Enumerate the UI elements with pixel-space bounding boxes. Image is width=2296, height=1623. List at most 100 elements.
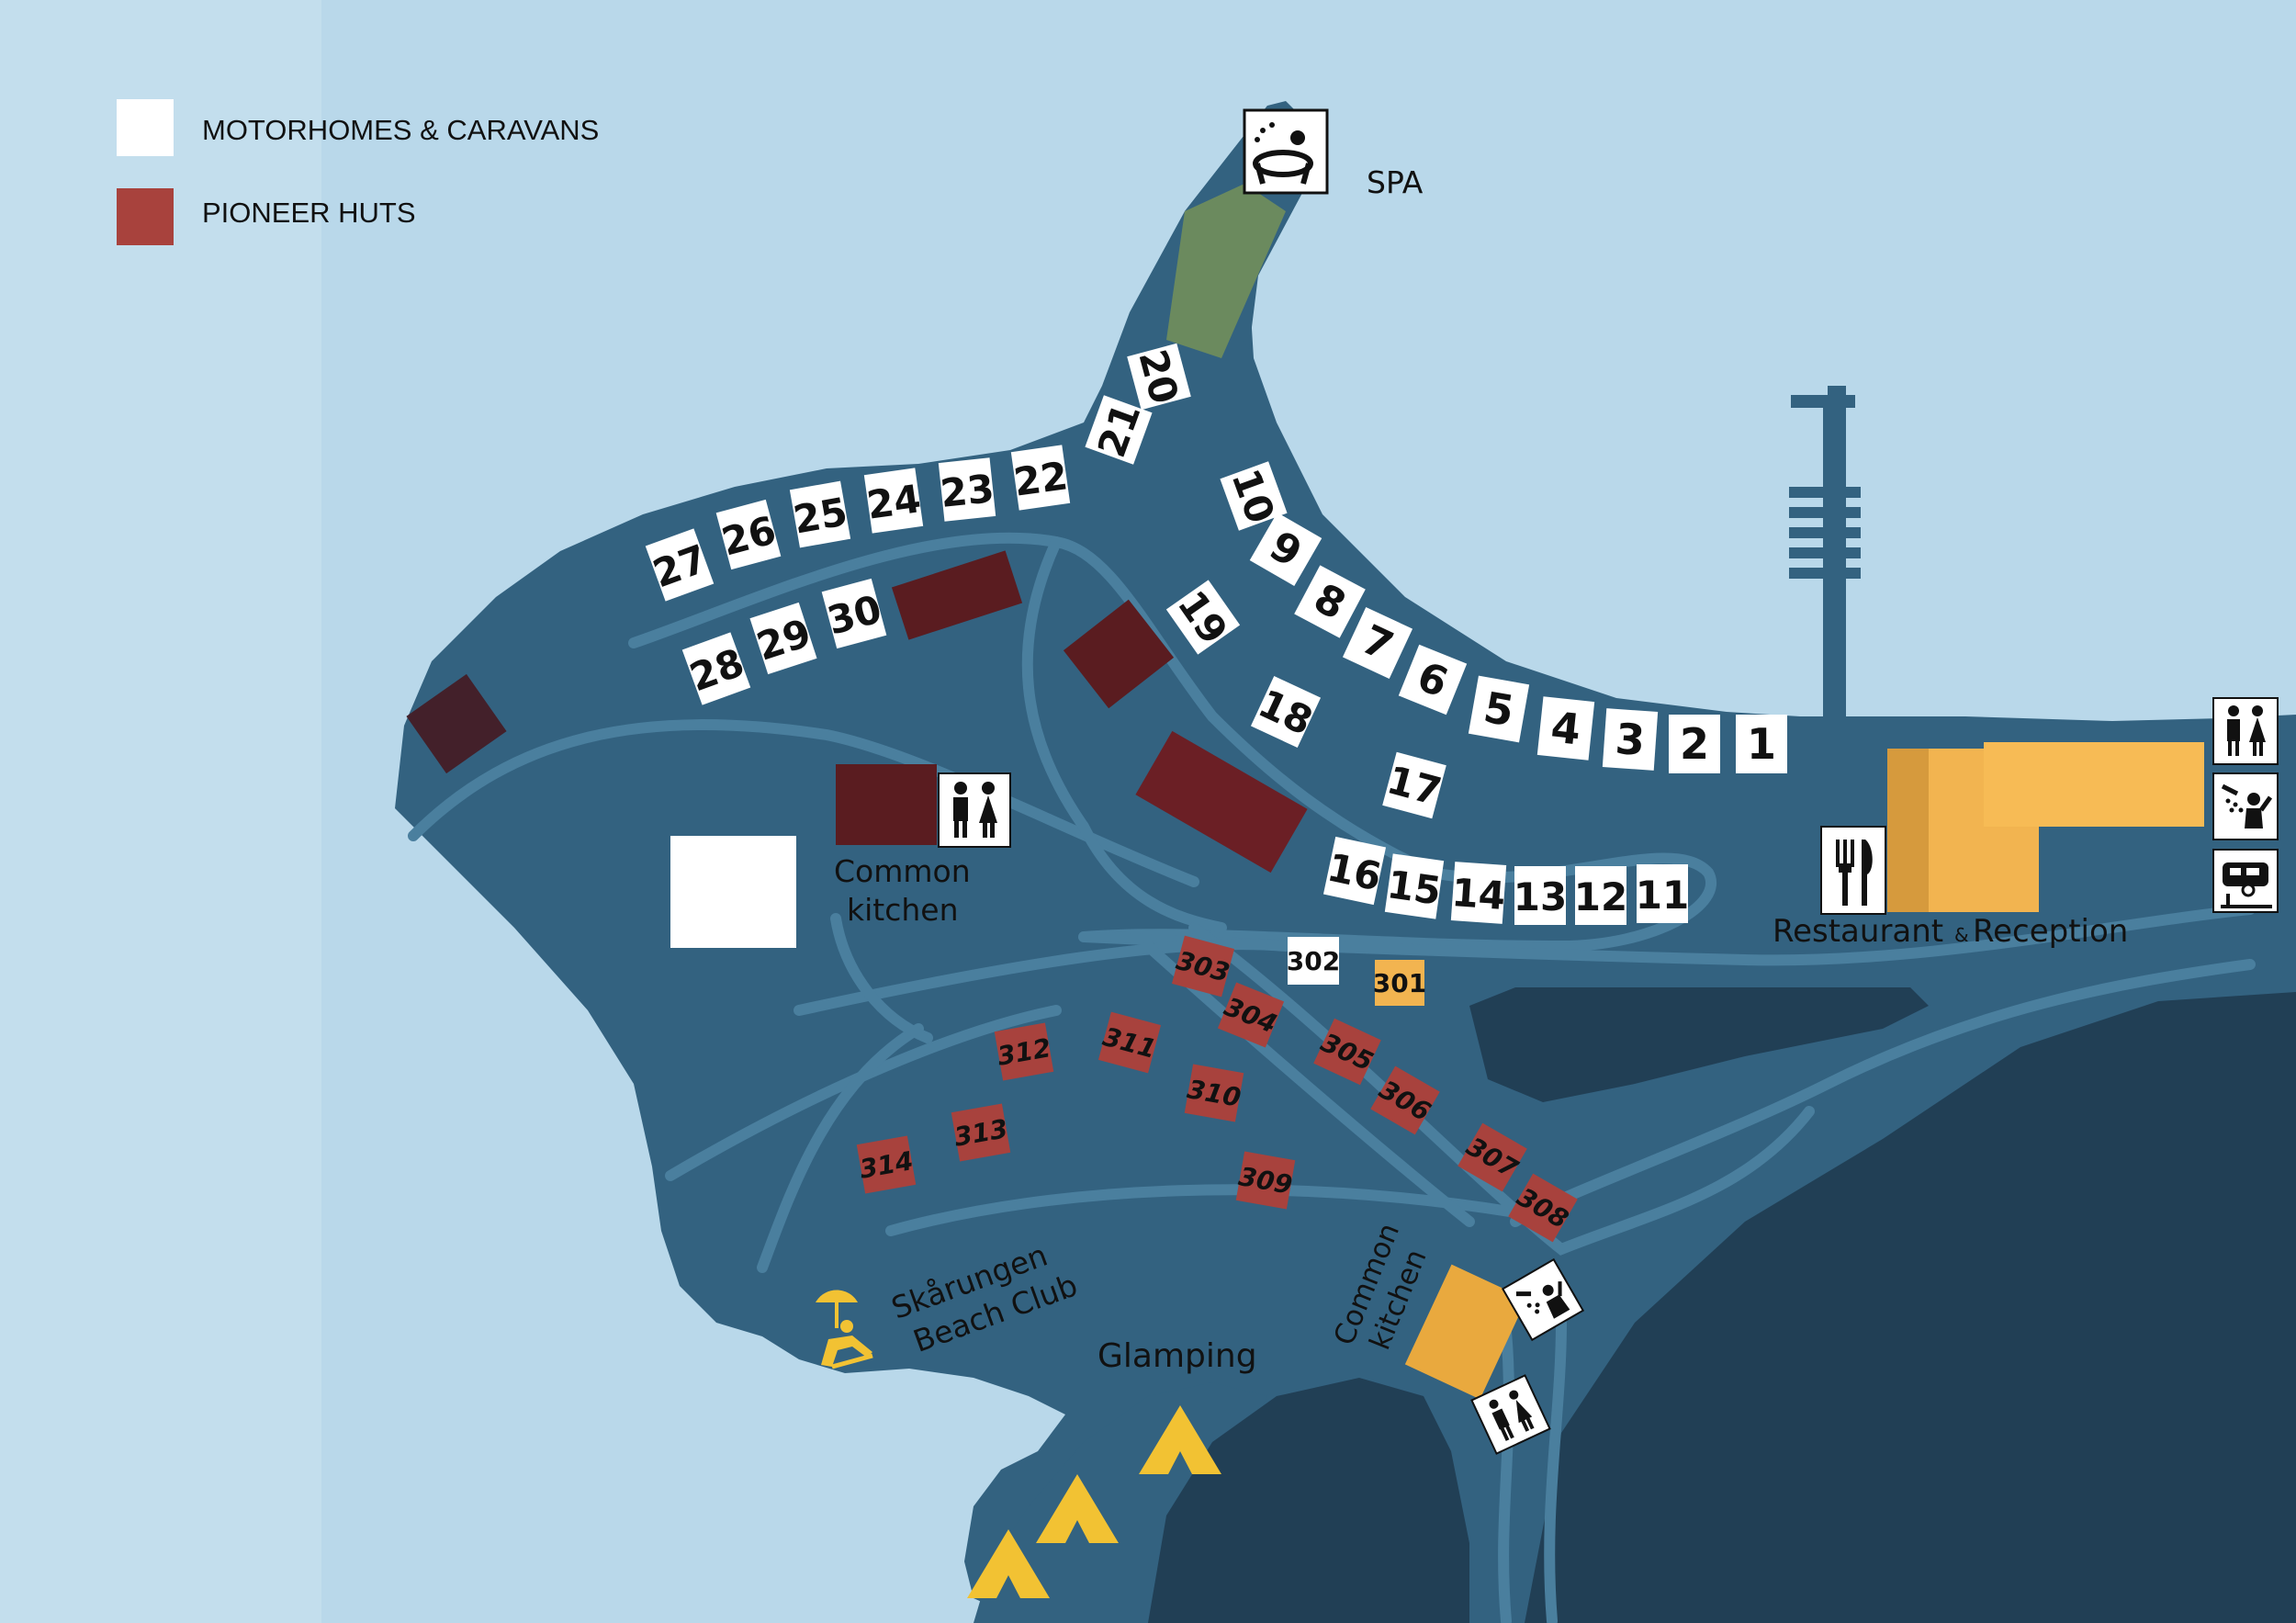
glamping-label: Glamping [1097, 1337, 1257, 1375]
common-kitchen-2-label: Common kitchen [1328, 1219, 1434, 1355]
pitch-14[interactable]: 14 [1450, 862, 1508, 924]
common-kitchen-1-label-a: Common [834, 853, 971, 889]
jetty-rung [1789, 547, 1861, 558]
jetty-rung [1789, 568, 1861, 579]
pitch-17[interactable]: 17 [1381, 751, 1447, 819]
spa-label: SPA [1367, 164, 1424, 200]
pitch-2[interactable]: 2 [1669, 715, 1720, 773]
legend-swatch-motorhomes [117, 99, 174, 156]
hut-314[interactable]: 314 [856, 1135, 917, 1194]
pitch-27[interactable]: 27 [645, 528, 715, 602]
dark-area-lake [1469, 987, 1929, 1102]
dark-buildings [406, 550, 1308, 873]
pitch-6[interactable]: 6 [1398, 644, 1468, 716]
common-kitchen-1-label-b: kitchen [847, 892, 959, 928]
roads [408, 532, 2256, 1623]
hut-313[interactable]: 313 [951, 1103, 1012, 1162]
restaurant-icon[interactable] [1820, 826, 1886, 915]
svg-text:22: 22 [1011, 453, 1071, 505]
pitch-20[interactable]: 20 [1127, 343, 1191, 411]
hut-303[interactable]: 303 [1171, 935, 1235, 997]
shower-icon[interactable] [1501, 1257, 1585, 1342]
caravan-service-icon[interactable] [2212, 849, 2279, 913]
common-kitchen-1-building [836, 764, 937, 845]
pitch-21[interactable]: 21 [1085, 395, 1153, 465]
jetty [1823, 404, 1846, 721]
shower-icon[interactable] [2212, 772, 2279, 840]
pitch-3[interactable]: 3 [1602, 708, 1659, 771]
common-kitchen-2-building [1404, 1264, 1527, 1400]
legend-swatch-pioneer-huts [117, 188, 174, 245]
reception-buildings [1887, 742, 2204, 912]
toilets-icon[interactable] [938, 772, 1011, 848]
dark-area-forest-right [1525, 992, 2296, 1623]
pitch-5[interactable]: 5 [1468, 675, 1530, 743]
legend-label-pioneer-huts: PIONEER HUTS [202, 197, 416, 229]
svg-text:24: 24 [864, 476, 924, 528]
pitch-13[interactable]: 13 [1514, 866, 1567, 925]
svg-text:3: 3 [1614, 714, 1647, 765]
pitch-15[interactable]: 15 [1384, 853, 1446, 919]
pitch-7[interactable]: 7 [1342, 606, 1413, 680]
tent-icon [967, 1529, 1050, 1598]
pitch-302[interactable]: 302 [1287, 937, 1340, 985]
building-long [1135, 730, 1308, 873]
restaurant-label: Restaurant [1773, 913, 1943, 950]
jetty-rung [1789, 527, 1861, 538]
pitch-26[interactable]: 26 [715, 499, 782, 570]
pitch-25[interactable]: 25 [789, 480, 852, 548]
pitch-301[interactable]: 301 [1373, 960, 1426, 1006]
pitch-8[interactable]: 8 [1294, 565, 1366, 638]
pitch-9[interactable]: 9 [1249, 513, 1322, 586]
motorhome-area-large[interactable] [670, 836, 796, 948]
spa-icon[interactable] [1243, 108, 1329, 195]
svg-text:16: 16 [1323, 844, 1385, 899]
svg-text:23: 23 [939, 466, 996, 516]
building-north [891, 550, 1023, 640]
spa-lawn [1166, 184, 1286, 358]
hut-310[interactable]: 310 [1184, 1064, 1245, 1122]
water-left [0, 0, 321, 1623]
pitch-12[interactable]: 12 [1574, 866, 1627, 925]
svg-text:25: 25 [790, 489, 850, 542]
pitch-16[interactable]: 16 [1322, 836, 1387, 906]
jetty-rung [1789, 487, 1861, 498]
pitch-22[interactable]: 22 [1010, 445, 1072, 511]
pitch-1[interactable]: 1 [1736, 715, 1787, 773]
svg-text:14: 14 [1450, 870, 1507, 919]
building-west [406, 673, 507, 774]
pitch-28[interactable]: 28 [681, 632, 752, 705]
tent-icon [1139, 1405, 1221, 1474]
svg-text:11: 11 [1636, 873, 1689, 918]
svg-text:1: 1 [1747, 719, 1776, 769]
hut-306[interactable]: 306 [1369, 1065, 1441, 1135]
jetty-head [1791, 395, 1855, 408]
tent-icon [1036, 1474, 1119, 1543]
pitch-rows: 27 26 25 24 23 22 21 20 28 29 30 10 9 8 … [645, 343, 1787, 925]
toilets-icon[interactable] [1470, 1374, 1551, 1455]
pitch-23[interactable]: 23 [938, 457, 997, 522]
hut-312[interactable]: 312 [994, 1022, 1055, 1081]
svg-text:4: 4 [1548, 702, 1582, 754]
legend-label-motorhomes: MOTORHOMES & CARAVANS [202, 114, 599, 146]
jetty-rung [1789, 507, 1861, 518]
pitch-24[interactable]: 24 [863, 468, 925, 534]
hut-304[interactable]: 304 [1217, 982, 1285, 1048]
pitch-11[interactable]: 11 [1636, 864, 1689, 923]
hut-309[interactable]: 309 [1235, 1151, 1297, 1210]
toilets-icon[interactable] [2212, 697, 2279, 765]
svg-text:301: 301 [1373, 968, 1426, 998]
svg-text:2: 2 [1680, 719, 1709, 769]
pitch-4[interactable]: 4 [1536, 696, 1595, 761]
hut-311[interactable]: 311 [1097, 1011, 1162, 1074]
building-middle [1063, 599, 1175, 709]
restaurant-reception-amp: & [1954, 924, 1969, 946]
svg-text:302: 302 [1287, 946, 1340, 976]
legend: MOTORHOMES & CARAVANS PIONEER HUTS [117, 99, 599, 245]
reception-building-wide [1984, 742, 2204, 827]
beach-club-icon[interactable] [816, 1290, 873, 1369]
pitch-29[interactable]: 29 [748, 602, 817, 675]
pitch-30[interactable]: 30 [820, 578, 887, 649]
hut-305[interactable]: 305 [1312, 1018, 1382, 1086]
